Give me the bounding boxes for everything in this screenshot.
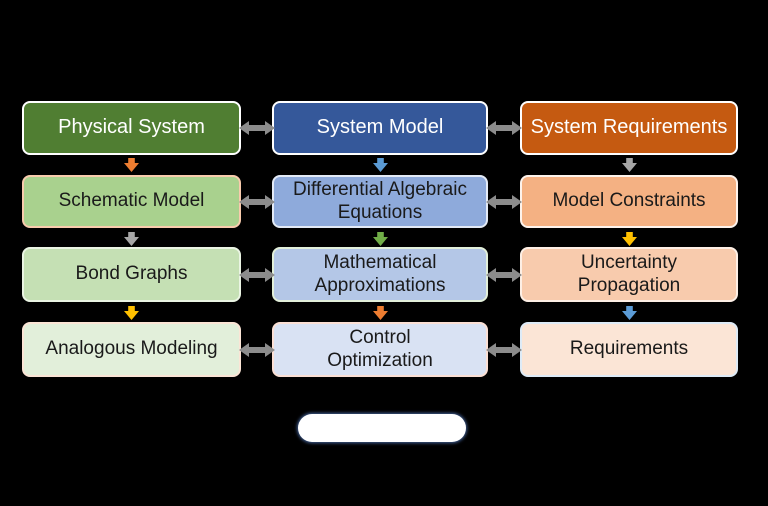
left-right-arrow-icon xyxy=(486,268,522,282)
left-right-arrow-icon xyxy=(486,195,522,209)
box-label: Model Constraints xyxy=(552,190,706,212)
down-arrow-icon xyxy=(124,232,139,246)
box-label: System Model xyxy=(316,116,444,139)
down-arrow-icon xyxy=(622,306,637,320)
down-arrow-icon xyxy=(124,306,139,320)
box-mathematical-approximations: Mathematical Approximations xyxy=(272,247,488,302)
down-arrow-icon xyxy=(622,158,637,172)
box-model-constraints: Model Constraints xyxy=(520,175,738,228)
box-system-requirements: System Requirements xyxy=(520,101,738,155)
box-label: Requirements xyxy=(569,338,689,360)
box-label: System Requirements xyxy=(530,116,728,139)
footer-pill xyxy=(298,414,466,442)
box-label: Differential Algebraic Equations xyxy=(293,179,467,223)
left-right-arrow-icon xyxy=(239,343,275,357)
box-differential-algebraic-equations: Differential Algebraic Equations xyxy=(272,175,488,228)
down-arrow-icon xyxy=(373,158,388,172)
left-right-arrow-icon xyxy=(239,195,275,209)
left-right-arrow-icon xyxy=(486,343,522,357)
down-arrow-icon xyxy=(124,158,139,172)
box-label: Mathematical Approximations xyxy=(314,252,446,296)
box-bond-graphs: Bond Graphs xyxy=(22,247,241,302)
box-label: Uncertainty Propagation xyxy=(577,252,681,296)
down-arrow-icon xyxy=(622,232,637,246)
box-label: Physical System xyxy=(58,116,205,139)
left-right-arrow-icon xyxy=(239,268,275,282)
box-system-model: System Model xyxy=(272,101,488,155)
left-right-arrow-icon xyxy=(486,121,522,135)
left-right-arrow-icon xyxy=(239,121,275,135)
box-control-optimization: Control Optimization xyxy=(272,322,488,377)
box-label: Bond Graphs xyxy=(75,263,188,285)
box-label: Schematic Model xyxy=(58,190,205,212)
box-label: Control Optimization xyxy=(327,327,433,371)
box-physical-system: Physical System xyxy=(22,101,241,155)
box-analogous-modeling: Analogous Modeling xyxy=(22,322,241,377)
box-label: Analogous Modeling xyxy=(45,338,218,360)
box-requirements: Requirements xyxy=(520,322,738,377)
box-uncertainty-propagation: Uncertainty Propagation xyxy=(520,247,738,302)
box-schematic-model: Schematic Model xyxy=(22,175,241,228)
down-arrow-icon xyxy=(373,306,388,320)
down-arrow-icon xyxy=(373,232,388,246)
